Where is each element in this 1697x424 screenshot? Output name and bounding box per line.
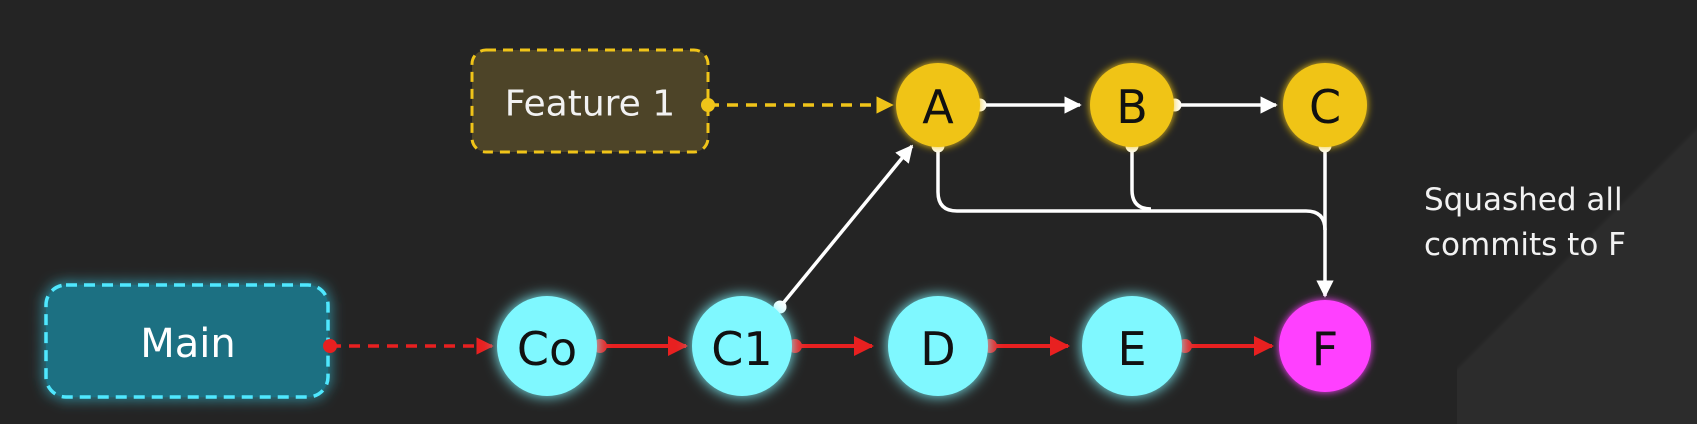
commit-c1: C1 <box>692 296 792 396</box>
commit-b: B <box>1090 63 1174 147</box>
commit-c: C <box>1283 63 1367 147</box>
squash-note: Squashed all commits to F <box>1424 182 1626 263</box>
main-branch-label: Main <box>44 283 330 399</box>
feature-branch-label: Feature 1 <box>470 48 710 154</box>
commit-c-label: C <box>1309 80 1341 134</box>
commit-a: A <box>896 63 980 147</box>
commit-c1-label: C1 <box>711 322 772 376</box>
commit-b-label: B <box>1116 80 1148 134</box>
commit-e-label: E <box>1117 322 1146 376</box>
feature-pointer-dot <box>701 98 715 112</box>
commit-f: F <box>1279 300 1371 392</box>
squash-path-b-f <box>1130 146 1152 211</box>
main-branch-text: Main <box>140 321 236 367</box>
commit-a-label: A <box>922 80 954 134</box>
commit-c0: Co <box>497 296 597 396</box>
commit-f-label: F <box>1312 322 1338 376</box>
commit-d-label: D <box>920 322 955 376</box>
commit-c0-label: Co <box>517 322 577 376</box>
commit-d: D <box>888 296 988 396</box>
main-pointer-dot <box>323 339 337 353</box>
corner-shade <box>1457 0 1697 424</box>
commit-e: E <box>1082 296 1182 396</box>
arrow-c1-a <box>778 144 914 309</box>
squash-path-a-f <box>936 146 1327 231</box>
feature-branch-text: Feature 1 <box>505 84 675 125</box>
